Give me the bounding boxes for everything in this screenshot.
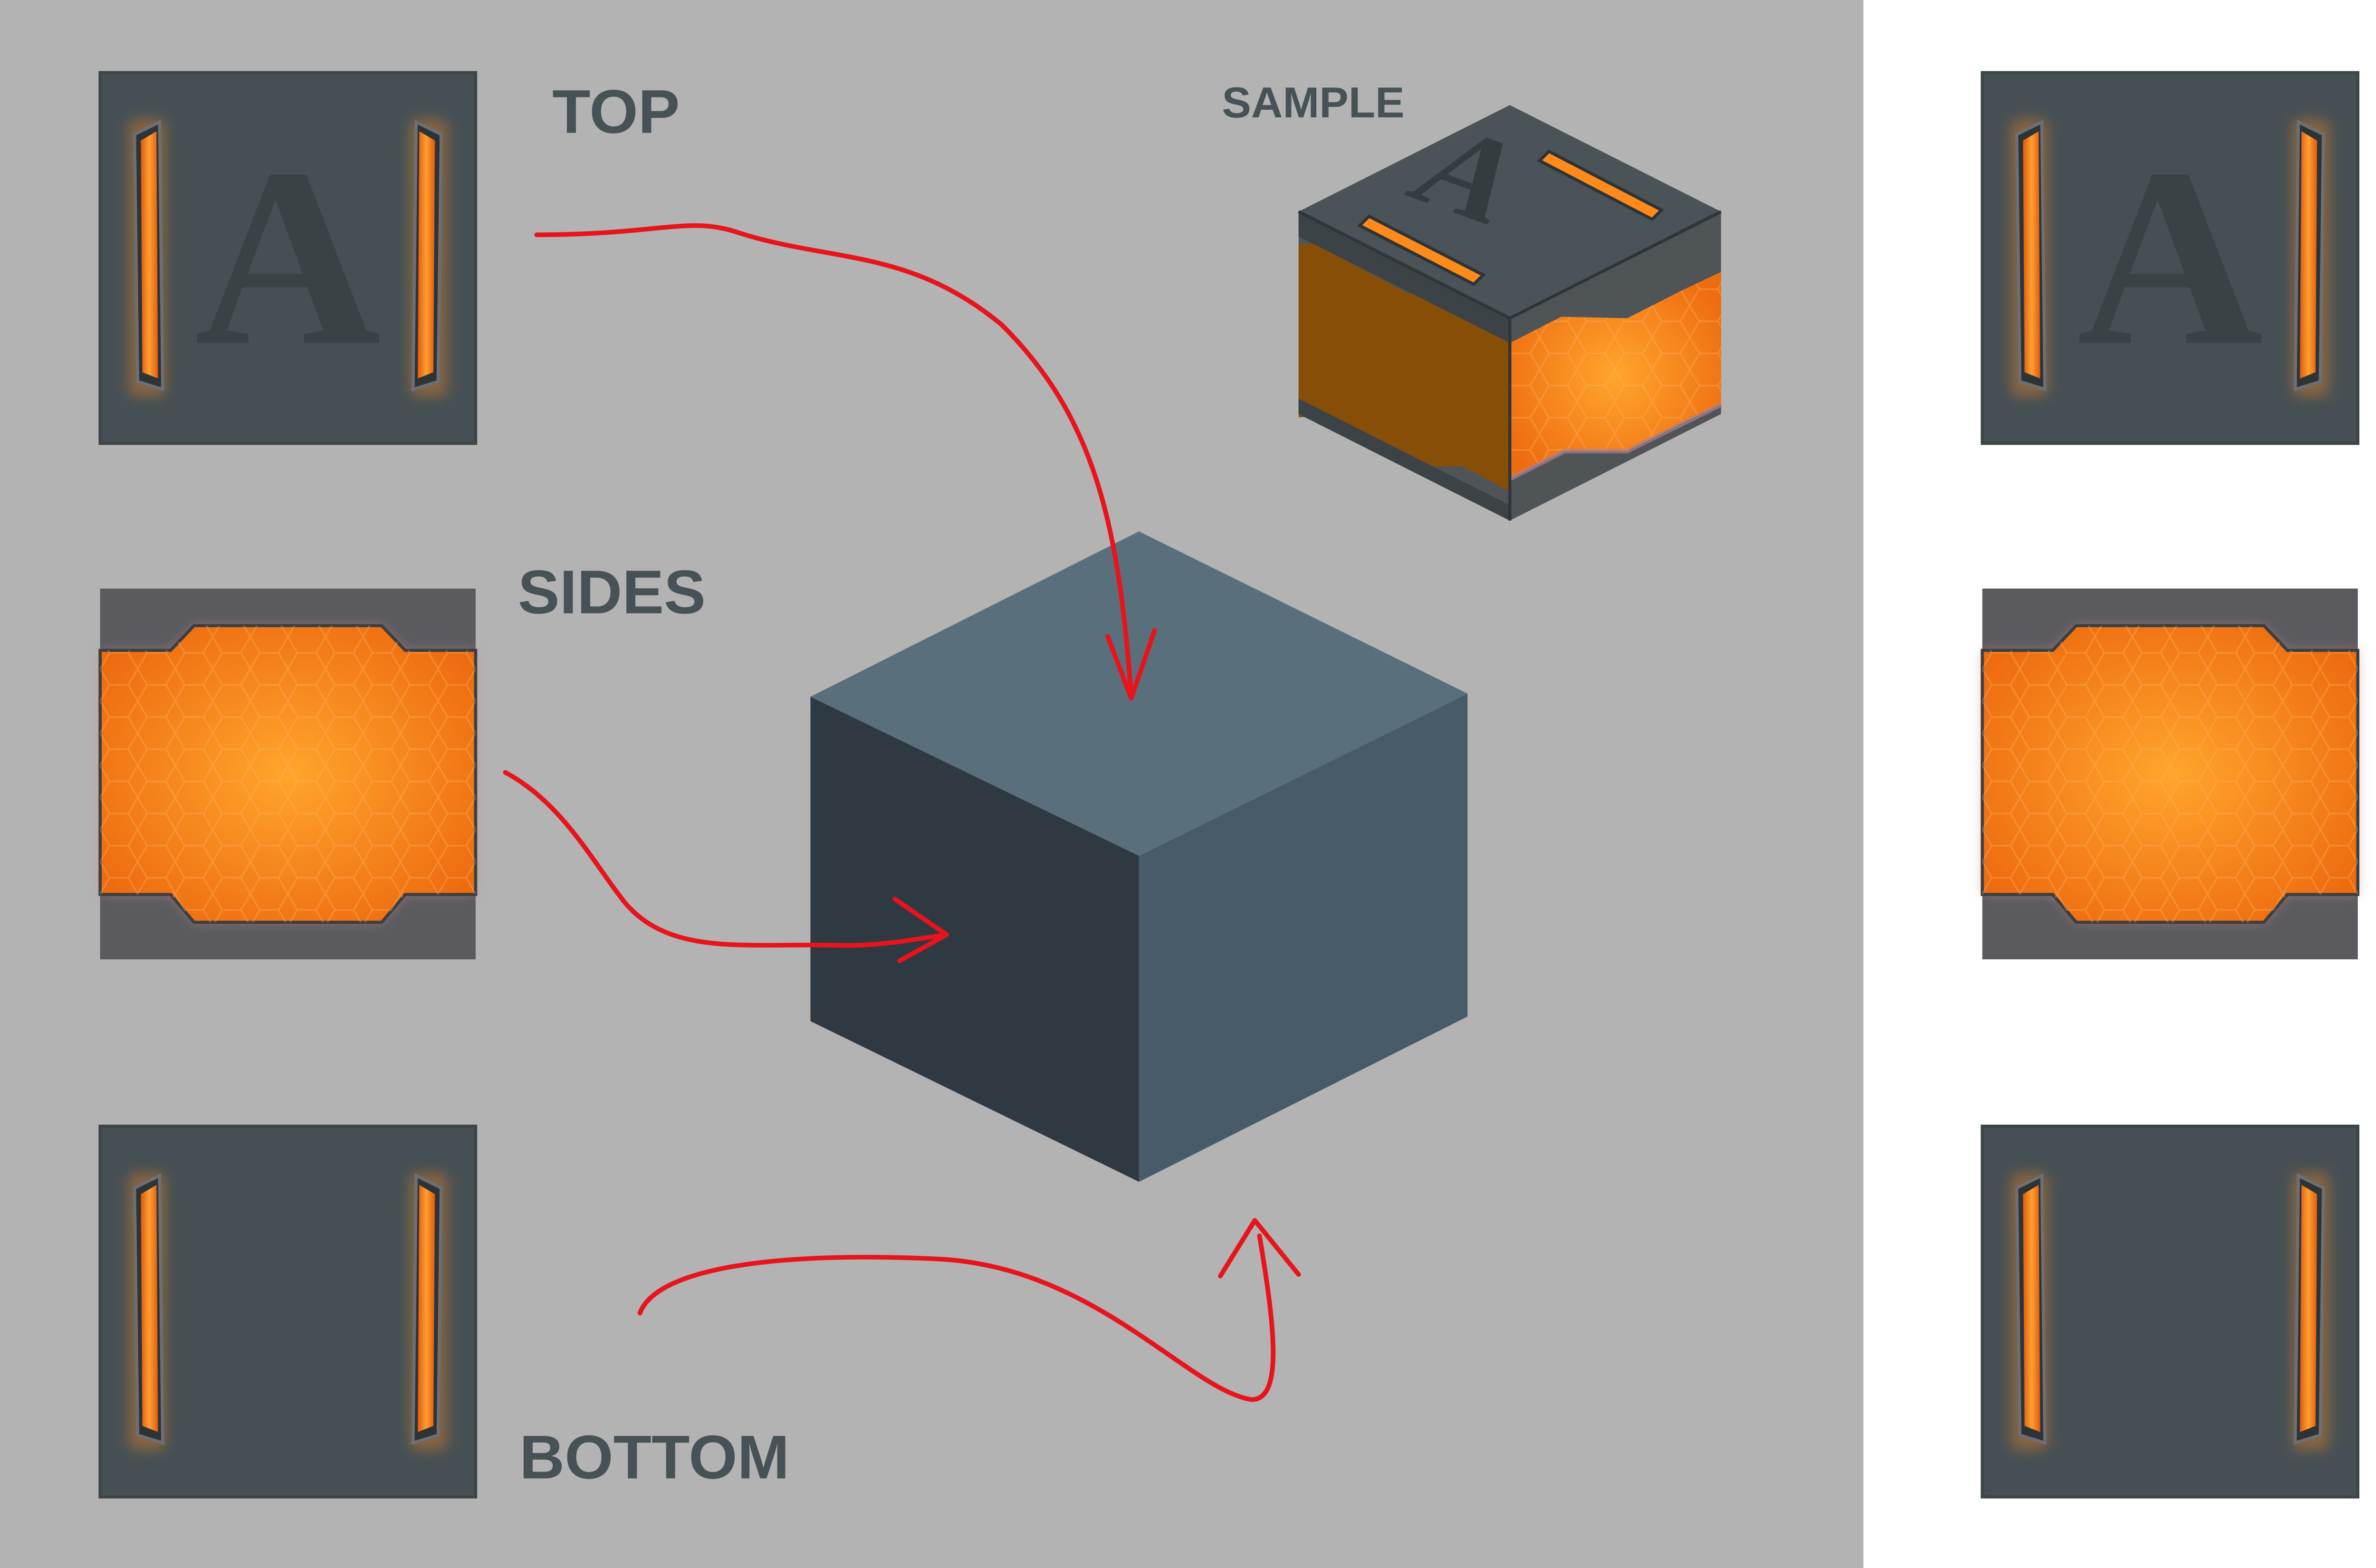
arrow-sides-to-cube [503,770,949,948]
sample-label: SAMPLE [1222,79,1404,127]
bottom-label: BOTTOM [519,1423,789,1492]
arrow-top-to-cube [534,223,1134,698]
sides-texture-tile [100,589,476,959]
sides-texture-tile-copy [1983,589,2358,959]
top-texture-tile: A [100,73,476,443]
top-label: TOP [552,77,680,146]
top-texture-tile-copy: A [1983,73,2358,443]
top-tile-letter-copy: A [2077,116,2263,398]
base-cube [810,531,1468,1182]
bottom-texture-tile-copy [1983,1126,2358,1497]
top-tile-letter: A [195,116,381,398]
sides-label: SIDES [518,557,706,626]
arrow-bottom-to-cube [637,1233,1276,1402]
base-cube-right-face [1139,693,1468,1182]
arrow-bottom-head [1218,1218,1301,1279]
sample-cube: A [1298,101,1722,521]
arrow-sides-head [892,897,949,964]
base-cube-left-face [810,697,1139,1182]
bottom-texture-tile [100,1126,476,1497]
arrow-top-head [1105,628,1157,701]
